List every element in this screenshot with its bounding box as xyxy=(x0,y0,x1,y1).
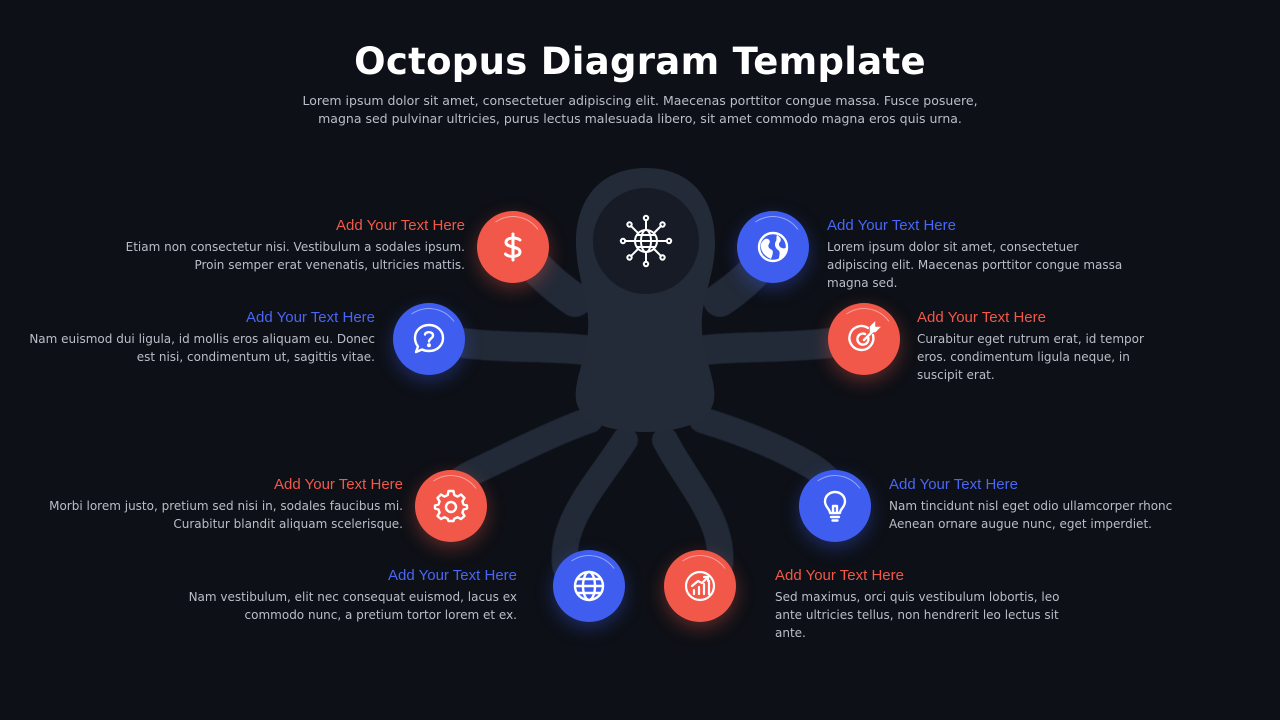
badge-globe xyxy=(553,550,625,622)
item-heading: Add Your Text Here xyxy=(274,476,403,493)
gear-icon xyxy=(433,489,469,523)
badge-question xyxy=(393,303,465,375)
hub-icon-circle xyxy=(593,188,699,294)
text-block-right-1: Add Your Text Here Lorem ipsum dolor sit… xyxy=(827,217,1137,292)
globe-icon xyxy=(573,570,605,602)
item-heading: Add Your Text Here xyxy=(889,476,1018,493)
badge-dollar xyxy=(477,211,549,283)
lightbulb-icon xyxy=(823,490,847,522)
item-description: Nam euismod dui ligula, id mollis eros a… xyxy=(29,332,375,364)
text-block-left-4: Add Your Text Here Nam vestibulum, elit … xyxy=(157,567,517,624)
target-icon xyxy=(848,321,881,352)
text-block-left-1: Add Your Text Here Etiam non consectetur… xyxy=(105,217,465,274)
item-heading: Add Your Text Here xyxy=(827,217,956,234)
item-description: Lorem ipsum dolor sit amet, consectetuer… xyxy=(827,240,1123,290)
item-heading: Add Your Text Here xyxy=(917,309,1046,326)
item-heading: Add Your Text Here xyxy=(775,567,904,584)
item-description: Sed maximus, orci quis vestibulum lobort… xyxy=(775,590,1060,640)
page-title: Octopus Diagram Template xyxy=(354,40,926,83)
growth-chart-icon xyxy=(684,570,716,602)
badge-growth-chart xyxy=(664,550,736,622)
network-globe-icon xyxy=(619,214,673,268)
badge-lightbulb xyxy=(799,470,871,542)
page-subtitle: Lorem ipsum dolor sit amet, consectetuer… xyxy=(302,93,978,126)
text-block-left-2: Add Your Text Here Nam euismod dui ligul… xyxy=(15,309,375,366)
badge-gear xyxy=(415,470,487,542)
item-heading: Add Your Text Here xyxy=(388,567,517,584)
item-description: Curabitur eget rutrum erat, id tempor er… xyxy=(917,332,1144,382)
question-chat-icon xyxy=(413,323,445,354)
item-heading: Add Your Text Here xyxy=(336,217,465,234)
text-block-right-4: Add Your Text Here Sed maximus, orci qui… xyxy=(775,567,1085,642)
dollar-icon xyxy=(504,232,522,262)
text-block-left-3: Add Your Text Here Morbi lorem justo, pr… xyxy=(43,476,403,533)
text-block-right-2: Add Your Text Here Curabitur eget rutrum… xyxy=(917,309,1172,384)
badge-target xyxy=(828,303,900,375)
item-description: Nam vestibulum, elit nec consequat euism… xyxy=(188,590,517,622)
earth-icon xyxy=(757,231,789,263)
item-description: Morbi lorem justo, pretium sed nisi in, … xyxy=(49,499,403,531)
badge-earth xyxy=(737,211,809,283)
item-heading: Add Your Text Here xyxy=(246,309,375,326)
item-description: Nam tincidunt nisl eget odio ullamcorper… xyxy=(889,499,1173,531)
item-description: Etiam non consectetur nisi. Vestibulum a… xyxy=(125,240,465,272)
text-block-right-3: Add Your Text Here Nam tincidunt nisl eg… xyxy=(889,476,1174,533)
